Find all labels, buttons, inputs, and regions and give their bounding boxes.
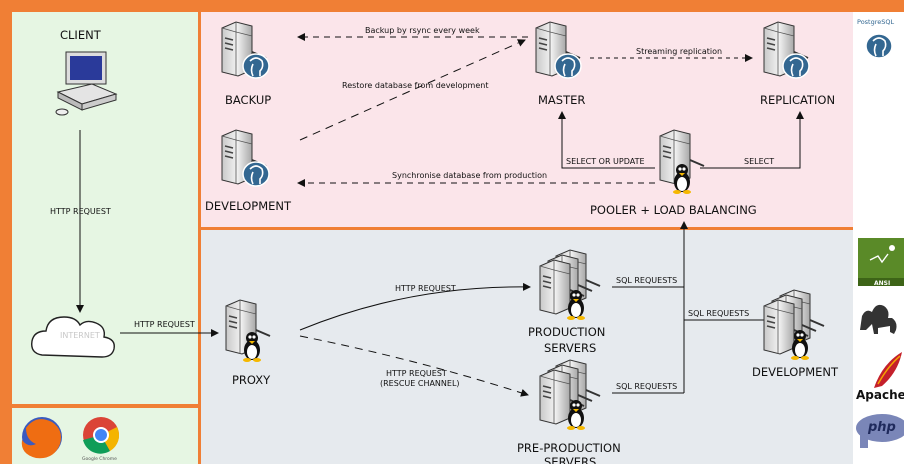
node-label-preproduction-1: PRE-PRODUCTION: [517, 441, 621, 455]
label-internet-http: HTTP REQUEST: [134, 320, 195, 329]
label-sql-prod: SQL REQUESTS: [616, 276, 677, 285]
master-server-icon: [535, 21, 582, 79]
edge-select: [700, 111, 804, 169]
edge-proxy-preproduction: [299, 335, 529, 397]
label-backup-rsync: Backup by rsync every week: [365, 26, 480, 35]
postgresql-logo-text: PostgreSQL: [857, 18, 894, 26]
pooler-server-icon: [659, 129, 705, 194]
apache-logo-text: Apache: [856, 388, 904, 402]
proxy-server-icon: [225, 299, 271, 362]
ansible-logo-text: ANSI: [874, 280, 890, 287]
label-sql-dev: SQL REQUESTS: [688, 309, 749, 318]
node-label-backup: BACKUP: [225, 93, 271, 107]
node-label-development-web: DEVELOPMENT: [752, 365, 839, 379]
node-label-production-1: PRODUCTION: [528, 325, 605, 339]
node-label-development-db: DEVELOPMENT: [205, 199, 292, 213]
apache-feather-icon: [874, 352, 902, 388]
node-label-master: MASTER: [538, 93, 585, 107]
label-streaming: Streaming replication: [636, 47, 722, 56]
php-logo-text: php: [867, 420, 896, 435]
label-select: SELECT: [744, 157, 774, 166]
firefox-icon: [21, 417, 62, 459]
label-synchronise: Synchronise database from production: [392, 171, 547, 180]
backup-server-icon: [221, 21, 270, 79]
chrome-icon: [83, 417, 120, 454]
edge-select-or-update: [558, 111, 655, 169]
database-zone: [201, 12, 853, 227]
internet-cloud-icon: [31, 316, 115, 358]
label-restore: Restore database from development: [342, 81, 488, 90]
label-rescue-1: HTTP REQUEST: [386, 369, 447, 378]
client-computer-icon: [55, 51, 118, 116]
replication-server-icon: [763, 21, 810, 79]
label-proxy-http: HTTP REQUEST: [395, 284, 456, 293]
node-label-preproduction-2: SERVERS: [544, 455, 596, 464]
node-label-production-2: SERVERS: [544, 341, 596, 355]
label-client-http: HTTP REQUEST: [50, 207, 111, 216]
node-label-client: CLIENT: [60, 28, 102, 42]
node-label-proxy: PROXY: [232, 373, 271, 387]
development-db-server-icon: [221, 129, 270, 187]
label-sql-preprod: SQL REQUESTS: [616, 382, 677, 391]
perl-camel-icon: [860, 304, 897, 334]
web-zone: [201, 230, 853, 464]
development-web-cluster-icon: [764, 290, 824, 360]
postgresql-logo-icon: [865, 33, 893, 59]
node-label-pooler: POOLER + LOAD BALANCING: [590, 203, 757, 217]
ansible-logo-icon: [858, 238, 904, 286]
label-rescue-2: (RESCUE CHANNEL): [380, 379, 460, 388]
chrome-caption: Google Chrome: [82, 456, 117, 462]
php-elephant-icon: [856, 414, 904, 448]
label-select-or-update: SELECT OR UPDATE: [566, 157, 645, 166]
node-label-internet: INTERNET: [60, 331, 100, 340]
production-cluster-icon: [540, 250, 600, 320]
node-label-replication: REPLICATION: [760, 93, 835, 107]
preproduction-cluster-icon: [540, 360, 600, 430]
edge-proxy-production: [299, 282, 531, 331]
edge-restore: [299, 39, 526, 141]
